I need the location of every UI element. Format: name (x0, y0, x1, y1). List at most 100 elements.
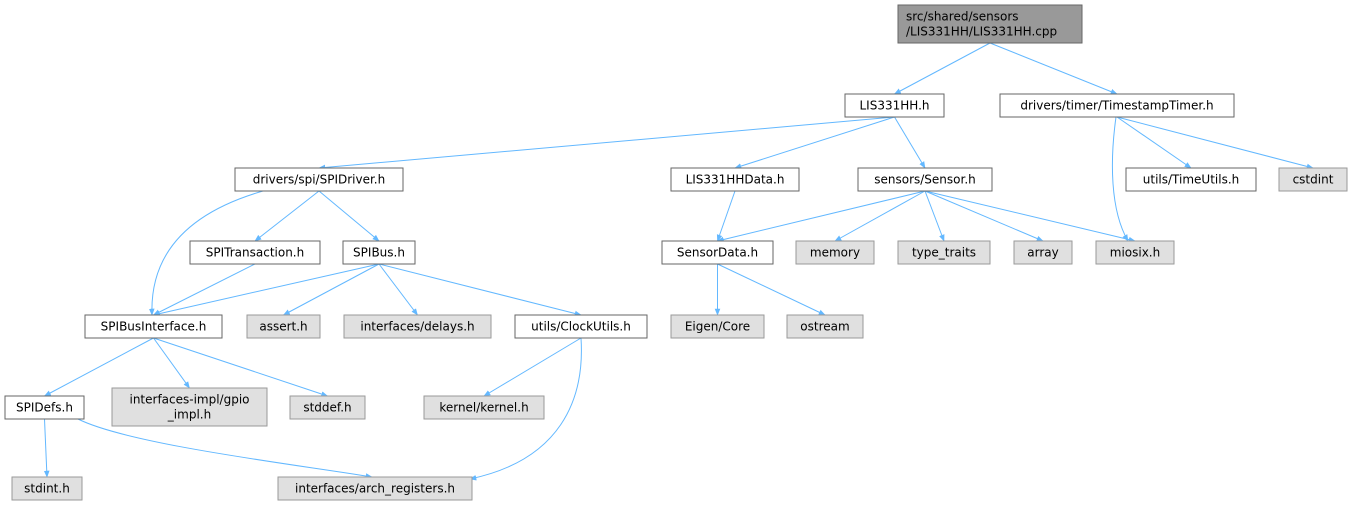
node-box (897, 240, 991, 265)
node-memory: memory (795, 240, 875, 265)
node-box (1278, 167, 1348, 192)
edge-lis331hh_h-to-spidriver_h (318, 116, 895, 171)
node-box (670, 314, 765, 339)
node-box (289, 395, 366, 420)
edge-timestamptimer_h-to-cstdint (1116, 116, 1314, 170)
node-label: interfaces/delays.h (360, 320, 474, 334)
node-box (246, 314, 321, 339)
node-lis331hh_h[interactable]: LIS331HH.h (844, 93, 945, 118)
node-label: miosix.h (1110, 246, 1160, 260)
node-type_traits: type_traits (897, 240, 991, 265)
node-label: stddef.h (303, 401, 351, 415)
node-label: memory (810, 246, 860, 260)
edge-lis331hh_h-to-lis331hhdata_h (734, 116, 895, 169)
node-box (786, 314, 864, 339)
node-spitransaction_h[interactable]: SPITransaction.h (189, 240, 321, 265)
node-ostream: ostream (786, 314, 864, 339)
node-label: kernel/kernel.h (439, 401, 528, 415)
node-label: type_traits (912, 246, 976, 260)
edge-sensor_h-to-miosix_h (924, 190, 1136, 243)
node-box (343, 314, 492, 339)
node-timeutils_h[interactable]: utils/TimeUtils.h (1125, 167, 1257, 192)
node-label: SensorData.h (677, 246, 758, 260)
node-spidriver_h[interactable]: drivers/spi/SPIDriver.h (234, 167, 404, 192)
edge-root-to-timestamptimer_h (989, 42, 1118, 95)
node-label: SPITransaction.h (206, 246, 304, 260)
node-box (1013, 240, 1073, 265)
node-clockutils_h[interactable]: utils/ClockUtils.h (514, 314, 648, 339)
node-delays_h: interfaces/delays.h (343, 314, 492, 339)
edge-spibusinterface_h-to-gpio_impl_h (153, 337, 190, 389)
edge-spibus_h-to-delays_h (378, 263, 418, 316)
node-spibusinterface_h[interactable]: SPIBusInterface.h (84, 314, 223, 339)
node-label: SPIBus.h (353, 246, 405, 260)
node-box (670, 167, 800, 192)
edge-lis331hh_h-to-sensor_h (894, 116, 926, 169)
node-box (844, 93, 945, 118)
node-stddef_h: stddef.h (289, 395, 366, 420)
edge-sensor_h-to-type_traits (924, 190, 945, 242)
node-gpio_impl_h: interfaces-impl/gpio_impl.h (111, 387, 268, 427)
node-label: Eigen/Core (685, 320, 750, 334)
node-box (342, 240, 416, 265)
node-box (514, 314, 648, 339)
node-box (857, 167, 993, 192)
node-arch_registers_h: interfaces/arch_registers.h (277, 476, 473, 501)
node-label: interfaces/arch_registers.h (295, 482, 455, 496)
edge-sensor_h-to-memory (834, 190, 926, 242)
nodes-layer: src/shared/sensors/LIS331HH/LIS331HH.cpp… (4, 4, 1348, 501)
node-label: sensors/Sensor.h (874, 173, 976, 187)
node-box (4, 395, 85, 420)
node-box (661, 240, 774, 265)
edge-clockutils_h-to-arch_registers_h (469, 337, 582, 481)
node-lis331hhdata_h[interactable]: LIS331HHData.h (670, 167, 800, 192)
node-label: utils/ClockUtils.h (531, 320, 631, 334)
node-timestamptimer_h[interactable]: drivers/timer/TimestampTimer.h (999, 93, 1235, 118)
edge-sensor_h-to-sensordata_h (716, 190, 926, 243)
node-box (277, 476, 473, 501)
node-root[interactable]: src/shared/sensors/LIS331HH/LIS331HH.cpp (897, 4, 1083, 44)
edge-timestamptimer_h-to-miosix_h (1111, 116, 1129, 242)
node-sensordata_h[interactable]: SensorData.h (661, 240, 774, 265)
node-cstdint: cstdint (1278, 167, 1348, 192)
node-label: ostream (800, 320, 849, 334)
edge-spidriver_h-to-spibus_h (318, 190, 380, 242)
node-label: stdint.h (24, 482, 70, 496)
node-box (795, 240, 875, 265)
node-sensor_h[interactable]: sensors/Sensor.h (857, 167, 993, 192)
edge-root-to-lis331hh_h (893, 42, 991, 95)
edge-spibus_h-to-spibusinterface_h (152, 263, 380, 317)
node-kernel_h: kernel/kernel.h (423, 395, 545, 420)
edge-spibusinterface_h-to-spidefs_h (43, 337, 154, 397)
edge-spidriver_h-to-spibusinterface_h (148, 190, 264, 316)
edge-sensor_h-to-array (924, 190, 1044, 242)
node-box (111, 387, 268, 427)
node-label: /LIS331HH/LIS331HH.cpp (906, 25, 1057, 39)
node-label: interfaces-impl/gpio (129, 393, 249, 407)
node-label: LIS331HH.h (859, 99, 929, 113)
edge-timestamptimer_h-to-timeutils_h (1116, 116, 1192, 169)
node-box (234, 167, 404, 192)
node-box (189, 240, 321, 265)
node-box (11, 476, 83, 501)
node-eigen_core: Eigen/Core (670, 314, 765, 339)
edge-spidriver_h-to-spitransaction_h (254, 190, 320, 242)
edge-sensordata_h-to-ostream (717, 263, 826, 316)
edge-spitransaction_h-to-spibusinterface_h (152, 263, 256, 316)
edge-clockutils_h-to-kernel_h (483, 337, 582, 397)
node-label: drivers/timer/TimestampTimer.h (1020, 99, 1213, 113)
edges-layer (43, 42, 1314, 481)
node-label: src/shared/sensors (906, 10, 1019, 24)
node-box (897, 4, 1083, 44)
node-spibus_h[interactable]: SPIBus.h (342, 240, 416, 265)
node-stdint_h: stdint.h (11, 476, 83, 501)
node-label: cstdint (1293, 173, 1334, 187)
edge-spidefs_h-to-stdint_h (43, 418, 50, 478)
node-spidefs_h[interactable]: SPIDefs.h (4, 395, 85, 420)
node-label: SPIDefs.h (16, 401, 73, 415)
node-box (84, 314, 223, 339)
node-label: SPIBusInterface.h (101, 320, 207, 334)
node-box (1095, 240, 1175, 265)
edge-spidefs_h-to-arch_registers_h (77, 418, 373, 479)
node-label: assert.h (259, 320, 307, 334)
